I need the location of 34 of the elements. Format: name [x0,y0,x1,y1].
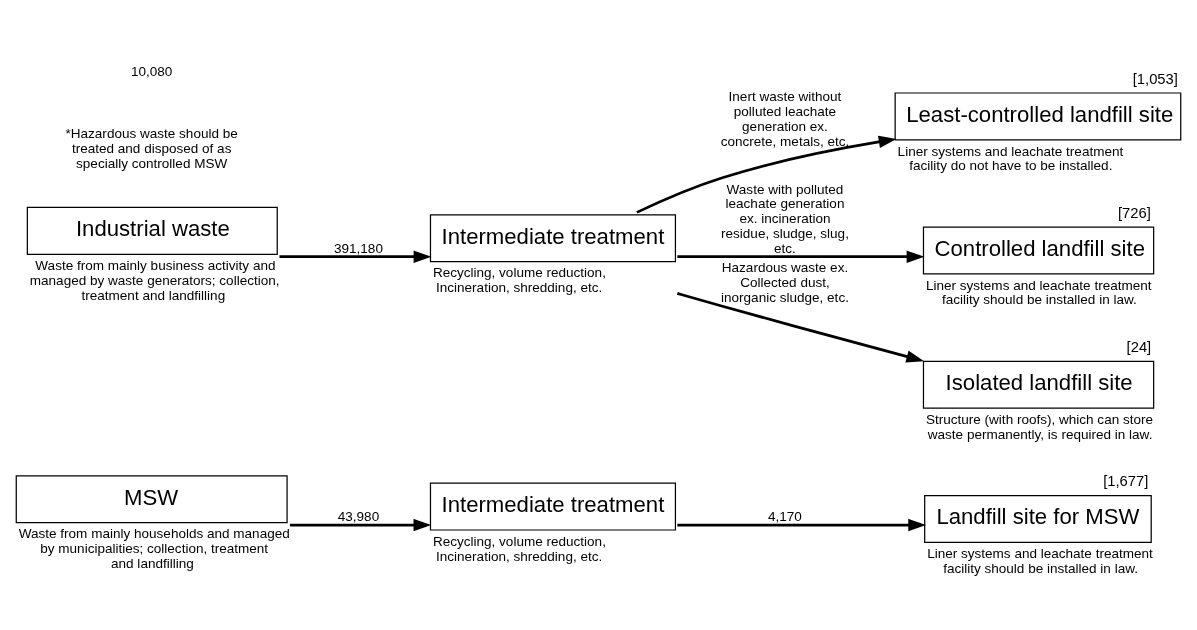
node-label: Structure (with roofs), which can store waste permanently, is required in law. [925,411,1154,442]
label: 10,080 [130,63,173,79]
node-label: Liner systems and leachate treatment facility should be installed in law. [925,277,1152,307]
arrow [677,518,927,531]
edge-label: 391,180 [334,240,383,256]
node-label: [1,053] [1132,70,1178,87]
arrow [676,291,925,363]
node-label: [1,677] [1103,472,1149,489]
edge-label: Hazardous waste ex. Collected dust, inorganic sludge, etc. [721,259,849,305]
edge-label: Waste with polluted leachate generation ex. incineration residue, sludge, slug, etc. [721,181,849,256]
node-label: Waste from mainly business activity and managed by waste generators; collection, treatment and landfilling [29,257,280,303]
arrow [677,250,925,263]
node-box: Intermediate treatment [429,213,677,262]
arrow [636,135,897,214]
node-box: Industrial waste [26,206,278,255]
node-label: Liner systems and leachate treatment facility do not have to be installed. [897,143,1124,173]
node-label: Waste from mainly households and managed by municipalities; collection, treatment and landfilling [18,525,290,571]
node-label: Recycling, volume reduction, Incineration, shredding, etc. [432,533,606,564]
node-box: Isolated landfill site [922,360,1155,409]
node-box: Least-controlled landfill site [894,91,1182,140]
node-box: Landfill site for MSW [924,494,1152,543]
edge-label: 4,170 [768,508,802,524]
edge-label: Inert waste without polluted leachate generation ex. concrete, metals, etc. [720,88,850,149]
node-label: [726] [1117,204,1151,221]
node-label: Recycling, volume reduction, Incineration, shredding, etc. [432,264,606,295]
arrow [289,518,432,531]
edge-label: 43,980 [337,508,380,524]
label: *Hazardous waste should be treated and disposed of as specially controlled MSW [65,125,238,171]
arrow [279,250,432,263]
node-box: Controlled landfill site [922,226,1155,275]
node-label: Liner systems and leachate treatment facility should be installed in law. [927,545,1153,576]
node-box: Intermediate treatment [429,482,677,531]
node-box: MSW [15,474,288,523]
node-label: [24] [1126,338,1152,355]
